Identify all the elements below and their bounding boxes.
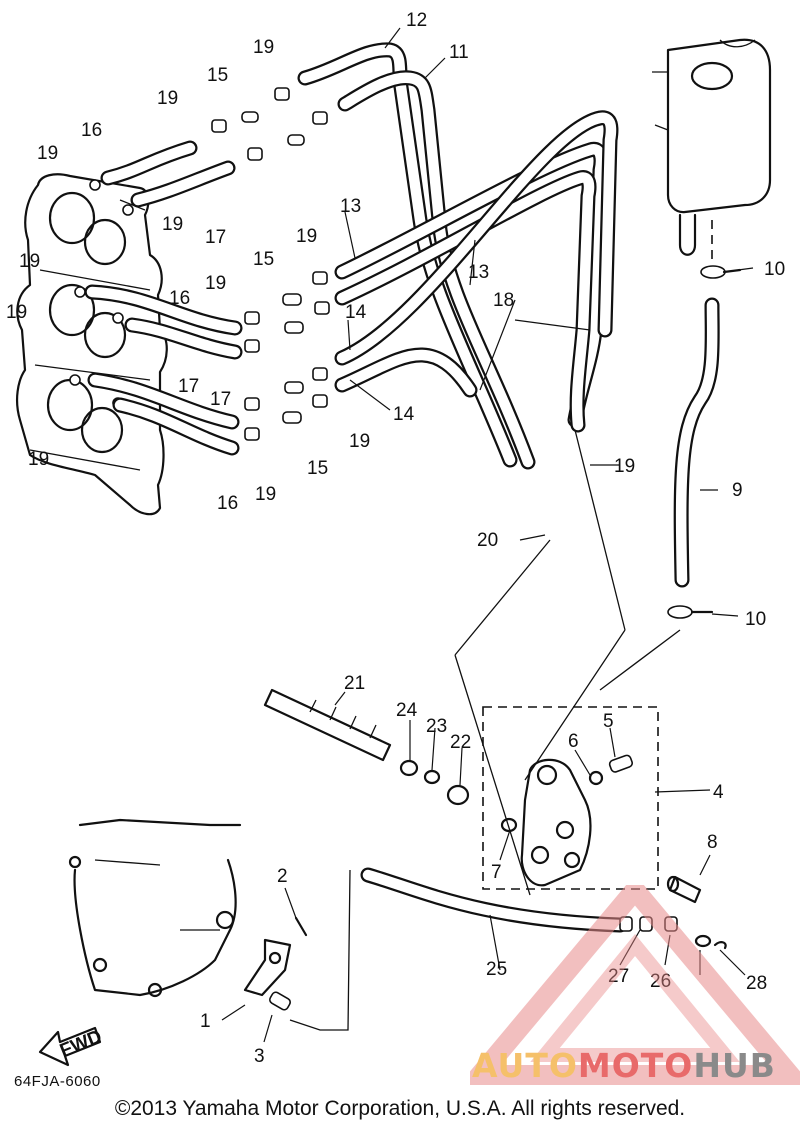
- callout-label: 7: [491, 862, 502, 883]
- callout-label: 25: [486, 959, 507, 980]
- link-arm: [243, 916, 308, 1011]
- callout-label: 19: [255, 484, 276, 505]
- hoses-left: [84, 140, 243, 456]
- callout-label: 19: [349, 431, 370, 452]
- watermark-part2: MOTO: [577, 1046, 694, 1085]
- callout-label: 16: [81, 120, 102, 141]
- callout-label: 2: [277, 866, 288, 887]
- callout-label: 12: [406, 10, 427, 31]
- callout-label: 3: [254, 1046, 265, 1067]
- pump-assembly-box: [482, 706, 659, 890]
- callout-label: 10: [745, 609, 766, 630]
- callout-label: 18: [493, 290, 514, 311]
- callout-label: 10: [764, 259, 785, 280]
- callout-label: 13: [340, 196, 361, 217]
- callout-label: 5: [603, 711, 614, 732]
- callout-label: 9: [732, 480, 743, 501]
- callout-label: 26: [650, 971, 671, 992]
- callout-label: 4: [713, 782, 724, 803]
- callout-label: 15: [207, 65, 228, 86]
- watermark-part3: HUB: [693, 1046, 776, 1085]
- callout-label: 14: [393, 404, 415, 425]
- copyright-notice: ©2013 Yamaha Motor Corporation, U.S.A. A…: [114, 1097, 686, 1120]
- callout-label: 11: [449, 42, 469, 63]
- callout-label: 17: [205, 227, 226, 248]
- callout-label: 17: [178, 376, 199, 397]
- callout-label: 19: [28, 449, 49, 470]
- oil-tank: [652, 38, 772, 260]
- callout-label: 17: [210, 389, 231, 410]
- oil-pump: [520, 754, 634, 887]
- fwd-label: FWD: [57, 1026, 105, 1062]
- callout-label: 21: [344, 673, 365, 694]
- leader-lines: [221, 27, 754, 1043]
- fwd-arrow: FWD: [38, 1026, 105, 1067]
- callout-label: 13: [468, 262, 489, 283]
- hose-24: [360, 867, 727, 950]
- watermark-text: AUTOMOTOHUB: [472, 1046, 776, 1085]
- callout-label: 15: [307, 458, 328, 479]
- callout-label: 19: [157, 88, 178, 109]
- callout-label: 19: [6, 302, 27, 323]
- callout-label: 15: [253, 249, 274, 270]
- callouts: 1 2 3 4 5 6 7 8 9 10 10 11 12 13 13 14 1…: [6, 10, 785, 1067]
- drive-shaft: [263, 688, 518, 833]
- callout-label: 19: [296, 226, 317, 247]
- callout-label: 8: [707, 832, 718, 853]
- fitting-8: [666, 875, 702, 904]
- callout-label: 1: [200, 1011, 211, 1032]
- callout-label: 16: [169, 288, 190, 309]
- callout-label: 19: [37, 143, 58, 164]
- callout-label: 28: [746, 973, 767, 994]
- long-hoses: [297, 42, 619, 470]
- document-code: 64FJA-6060: [14, 1073, 101, 1090]
- callout-label: 24: [396, 700, 418, 721]
- lower-casing: [68, 818, 242, 998]
- callout-label: 6: [568, 731, 579, 752]
- hose-9: [667, 265, 742, 619]
- callout-label: 23: [426, 716, 447, 737]
- watermark-part1: AUTO: [472, 1046, 578, 1085]
- callout-label: 19: [205, 273, 226, 294]
- callout-label: 19: [162, 214, 183, 235]
- callout-label: 19: [614, 456, 635, 477]
- callout-label: 22: [450, 732, 471, 753]
- clips-and-valves: [211, 87, 330, 441]
- callout-label: 19: [19, 251, 40, 272]
- callout-label: 14: [345, 302, 367, 323]
- callout-label: 16: [217, 493, 238, 514]
- callout-label: 20: [477, 530, 498, 551]
- watermark-logo: [470, 885, 800, 1085]
- callout-label: 19: [253, 37, 274, 58]
- callout-label: 27: [608, 966, 629, 987]
